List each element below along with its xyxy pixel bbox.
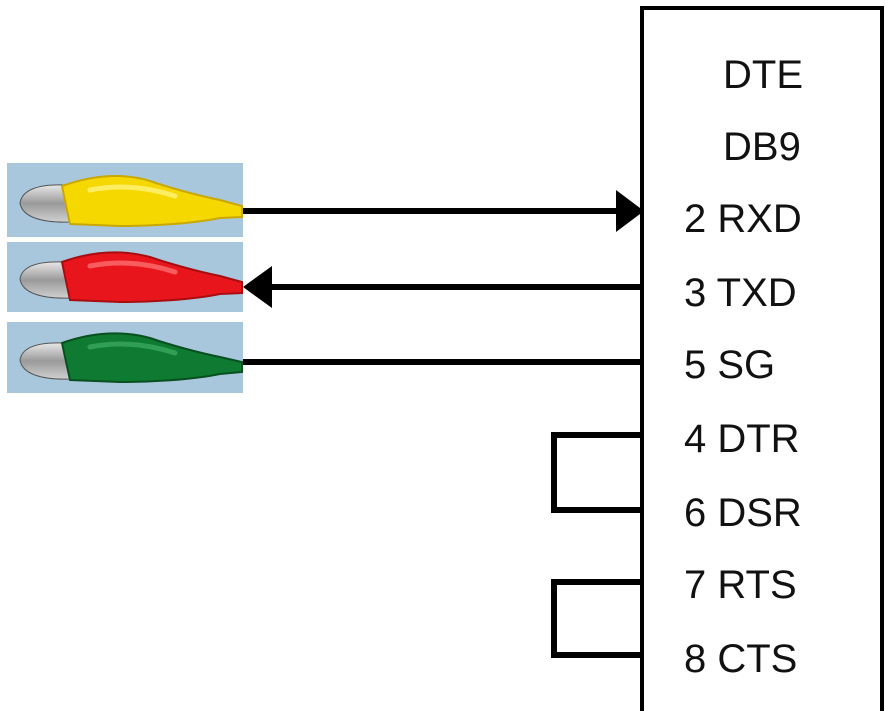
connector-title-db9: DB9 [723, 125, 801, 169]
green-alligator-clip [7, 322, 243, 393]
connector-title-dte: DTE [723, 53, 803, 97]
pin-label-rxd: 2 RXD [684, 197, 802, 241]
pin-label-cts: 8 CTS [684, 637, 797, 681]
red-alligator-clip [7, 242, 243, 312]
loopback-dtr-dsr [551, 432, 642, 513]
arrow-out-of-txd-icon [243, 266, 272, 308]
arrow-into-rxd-icon [616, 190, 644, 232]
pin-label-rts: 7 RTS [684, 563, 797, 607]
pin-label-txd: 3 TXD [684, 271, 797, 315]
yellow-alligator-clip [7, 163, 243, 237]
loopback-rts-cts [551, 579, 642, 658]
db9-connector-box [640, 6, 884, 711]
wire-txd [243, 266, 642, 308]
wire-rxd [243, 190, 644, 232]
pin-label-sg: 5 SG [684, 343, 775, 387]
pin-label-dsr: 6 DSR [684, 491, 802, 535]
pin-label-dtr: 4 DTR [684, 417, 800, 461]
